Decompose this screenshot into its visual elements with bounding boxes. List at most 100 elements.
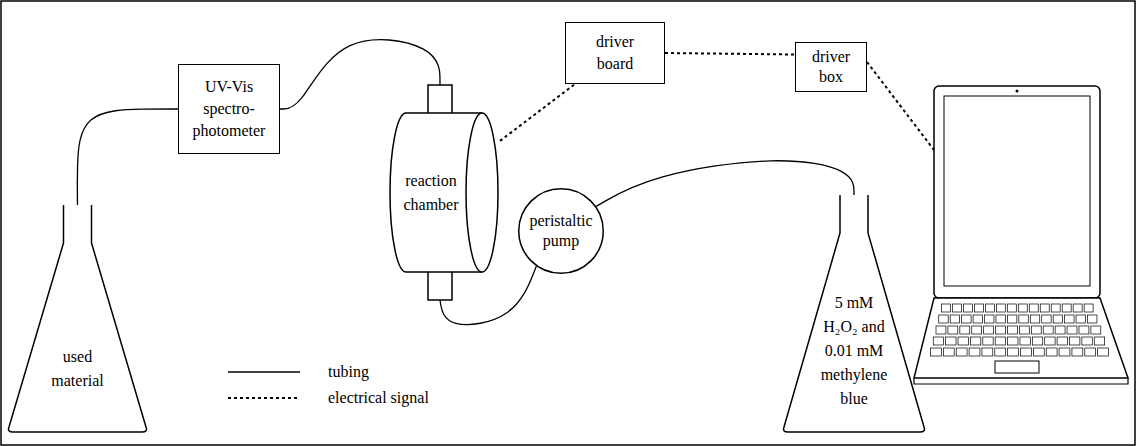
laptop-lid [934,86,1100,298]
keyboard-key [969,348,980,356]
flask: used material [5,205,150,433]
node-label: driver board [576,31,654,75]
keyboard-key [982,348,993,356]
keyboard-key [946,337,956,345]
keyboard-key [974,304,983,312]
flask-outline [784,195,925,432]
pump-circle: peristaltic pump [518,188,604,274]
node-label: 5 mM H₂O₂ and 0.01 mM methylene blue [819,291,889,411]
keyboard-key [1062,304,1071,312]
keyboard-key [939,315,948,323]
laptop-computer [914,86,1128,384]
keyboard-key [1019,326,1029,334]
keyboard-key [1019,315,1028,323]
keyboard-key [970,337,980,345]
process-box: driver board [565,22,665,84]
laptop-base [914,298,1128,378]
keyboard-key [1046,348,1057,356]
flask-outline [9,205,147,432]
reaction-chamber-outline [388,85,500,300]
keyboard-key [931,348,942,356]
keyboard-key [1040,304,1049,312]
keyboard-key [996,326,1006,334]
keyboard-key [1098,348,1109,356]
laptop-keyboard [931,304,1109,356]
keyboard-key [1055,326,1065,334]
keyboard-key [973,315,982,323]
tubing-line [77,109,178,205]
keyboard-key [1084,304,1093,312]
instrument-box: UV-Vis spectro- photometer [178,64,280,154]
keyboard-key [933,337,943,345]
signal-wire [867,62,934,150]
flask-outline [5,205,150,433]
keyboard-key [1065,315,1074,323]
keyboard-key [1007,315,1016,323]
keyboard-key [1033,348,1044,356]
keyboard-key [1073,304,1082,312]
keyboard-key [985,304,994,312]
laptop-front-edge [914,378,1128,384]
keyboard-key [995,348,1006,356]
keyboard-key [1042,315,1051,323]
keyboard-key [1091,326,1101,334]
keyboard-key [1007,326,1017,334]
keyboard-key [1032,337,1042,345]
pump-outline [519,189,604,274]
keyboard-key [1057,337,1067,345]
keyboard-key [1079,326,1089,334]
laptop-screen [944,96,1090,286]
reaction-chamber: reaction chamber [388,85,500,300]
keyboard-key [1072,348,1083,356]
keyboard-key [1082,337,1092,345]
process-box: driver box [795,42,867,92]
keyboard-key [984,326,994,334]
keyboard-key [1045,337,1055,345]
node-label: driver box [804,47,858,87]
keyboard-key [948,326,958,334]
keyboard-key [962,315,971,323]
keyboard-key [1053,315,1062,323]
legend-sample [228,386,300,410]
keyboard-key [996,315,1005,323]
keyboard-key [996,304,1005,312]
keyboard-key [1007,304,1016,312]
keyboard-key [1088,315,1097,323]
legend-sample [228,360,300,384]
keyboard-key [1030,315,1039,323]
signal-wire [500,84,575,141]
signal-wire [665,53,795,55]
keyboard-key [950,315,959,323]
keyboard-key [1085,348,1096,356]
flask: 5 mM H₂O₂ and 0.01 mM methylene blue [780,195,928,433]
laptop-trackpad [995,361,1039,373]
legend-line [228,371,300,372]
keyboard-key [952,304,961,312]
keyboard-key [1018,304,1027,312]
keyboard-key [1051,304,1060,312]
node-label: reaction chamber [398,169,464,217]
keyboard-key [1029,304,1038,312]
pump-circle-outline [518,188,604,274]
keyboard-key [972,326,982,334]
legend-entry: electrical signal [228,386,429,410]
keyboard-key [1020,337,1030,345]
keyboard-key [1031,326,1041,334]
node-label: used material [40,345,115,393]
tubing-line [596,161,854,207]
keyboard-key [956,348,967,356]
laptop-camera [1016,90,1019,93]
keyboard-key [995,337,1005,345]
keyboard-key [985,315,994,323]
keyboard-key [1021,348,1032,356]
keyboard-key [1069,337,1079,345]
legend-label: electrical signal [328,389,429,407]
keyboard-key [963,304,972,312]
keyboard-key [1076,315,1085,323]
legend-entry: tubing [228,360,369,384]
keyboard-key [1043,326,1053,334]
keyboard-key [983,337,993,345]
legend-line [228,397,300,399]
keyboard-key [958,337,968,345]
